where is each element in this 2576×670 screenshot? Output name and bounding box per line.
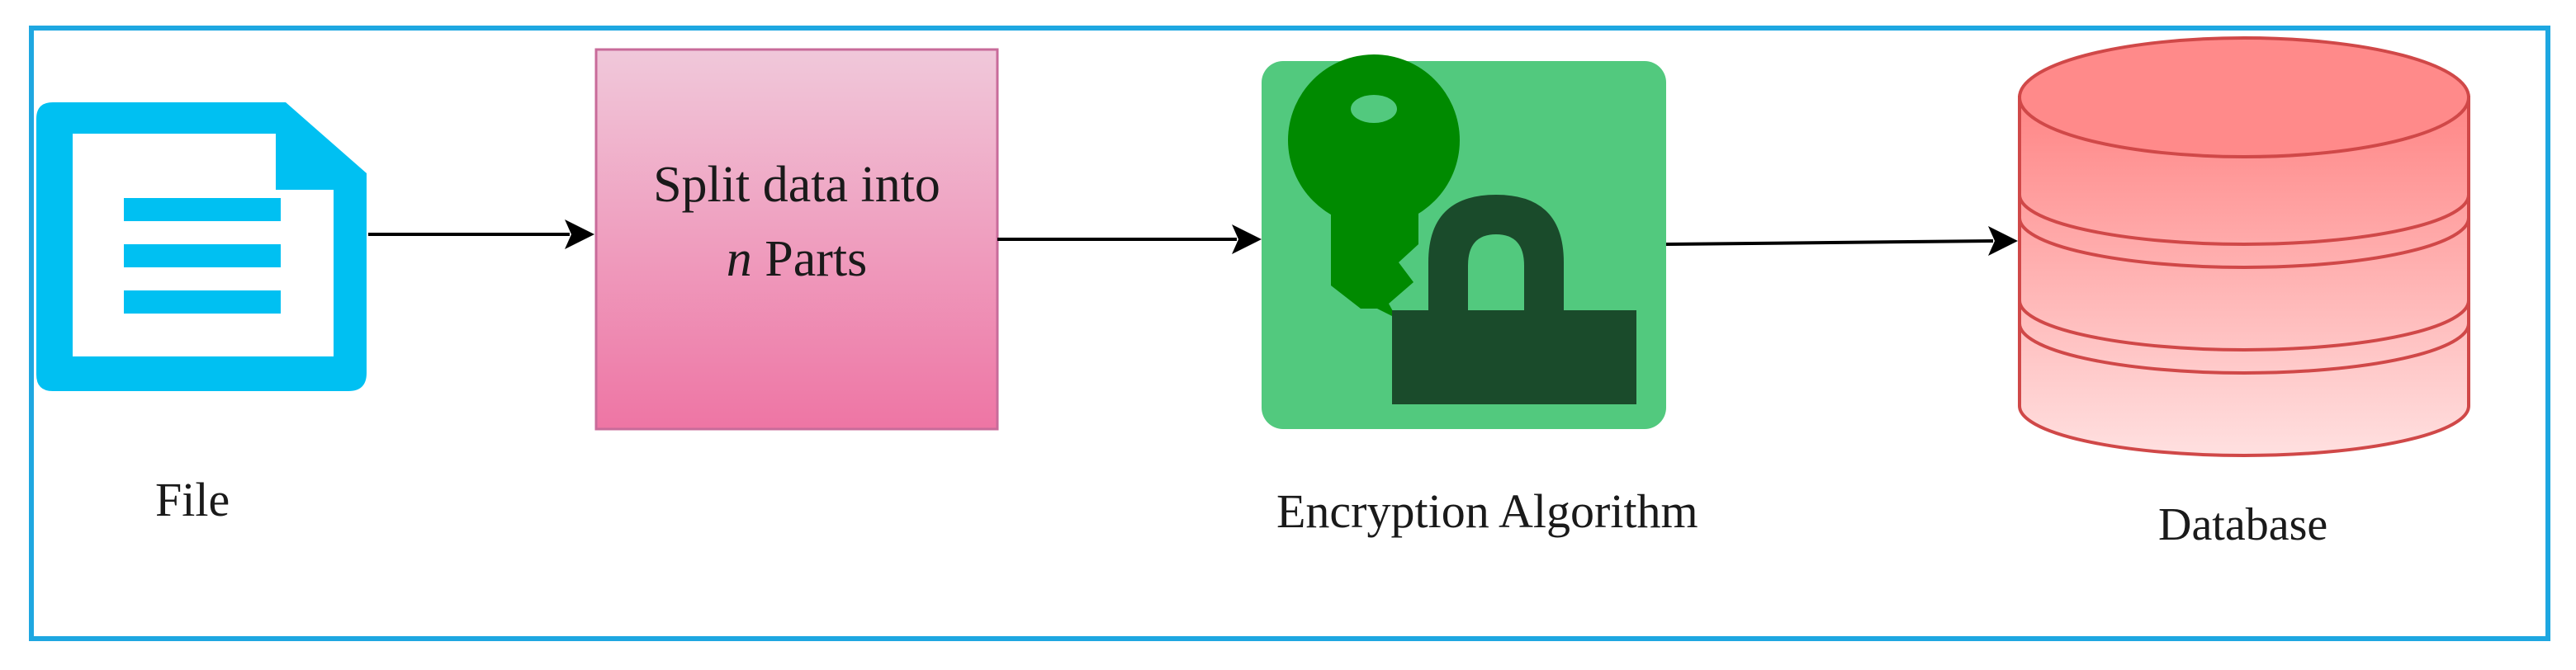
arrow-encryption-to-database — [1665, 226, 2018, 256]
split-label-line2: n Parts — [596, 223, 997, 297]
database-cylinder-icon — [2018, 36, 2470, 457]
lock-icon — [1392, 195, 1636, 404]
split-data-label: Split data into n Parts — [596, 149, 997, 297]
encryption-algorithm-box — [1262, 54, 1666, 429]
database-label: Database — [2158, 499, 2328, 550]
arrow-split-to-encryption — [997, 224, 1262, 254]
document-icon — [36, 102, 367, 391]
encryption-label: Encryption Algorithm — [1276, 484, 1698, 538]
split-data-box — [594, 48, 999, 431]
file-label: File — [155, 473, 230, 526]
split-label-rest: Parts — [751, 230, 868, 287]
arrow-file-to-split — [368, 219, 594, 249]
split-label-line1: Split data into — [653, 157, 940, 213]
split-label-variable: n — [726, 230, 752, 287]
key-icon — [1288, 54, 1460, 318]
